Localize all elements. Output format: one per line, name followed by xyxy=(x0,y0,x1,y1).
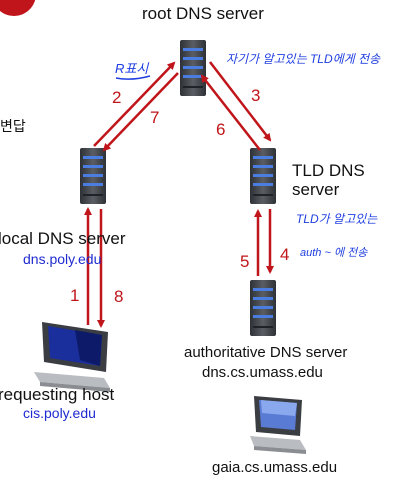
annotation-underline xyxy=(115,75,151,80)
root-to-tld-annotation: 자기가 알고있는 TLD에게 전송 xyxy=(226,52,381,66)
step-number-5: 5 xyxy=(240,252,250,271)
step-number-8: 8 xyxy=(114,287,124,306)
arrow-step-6 xyxy=(200,74,261,151)
tld-server-label-line1: TLD DNS xyxy=(292,161,365,180)
step-number-6: 6 xyxy=(216,120,226,139)
local-server-icon xyxy=(80,148,106,204)
authoritative-server-domain: dns.cs.umass.edu xyxy=(202,364,323,381)
left-edge-text-fragment: 변답 xyxy=(0,118,26,134)
corner-circle-icon xyxy=(0,0,36,16)
local-server-label: local DNS server xyxy=(0,229,126,248)
step-number-4: 4 xyxy=(280,245,290,264)
arrow-step-3 xyxy=(209,61,272,142)
tld-annotation-line1: TLD가 알고있는 xyxy=(296,212,378,226)
step-number-2: 2 xyxy=(112,88,122,107)
tld-server-label-line2: server xyxy=(292,180,340,199)
step-number-1: 1 xyxy=(70,286,80,305)
requesting-host-computer-icon xyxy=(34,322,110,392)
requesting-host-domain: cis.poly.edu xyxy=(23,405,96,421)
root-annotation: R표시 xyxy=(115,61,149,76)
root-server-label: root DNS server xyxy=(142,4,264,23)
tld-server-icon xyxy=(250,148,276,204)
local-server-domain: dns.poly.edu xyxy=(23,251,102,267)
requesting-host-label: requesting host xyxy=(0,385,115,404)
step-number-7: 7 xyxy=(150,108,160,127)
authoritative-server-icon xyxy=(250,280,276,336)
tld-annotation-line2: auth ~ 에 전송 xyxy=(300,247,368,259)
authoritative-server-label: authoritative DNS server xyxy=(184,344,348,361)
root-server-icon xyxy=(180,40,206,96)
arrow-step-7 xyxy=(102,72,179,152)
arrow-step-2 xyxy=(93,61,176,147)
gaia-host-computer-icon xyxy=(250,396,306,454)
step-number-3: 3 xyxy=(251,86,261,105)
gaia-host-domain: gaia.cs.umass.edu xyxy=(212,459,338,476)
